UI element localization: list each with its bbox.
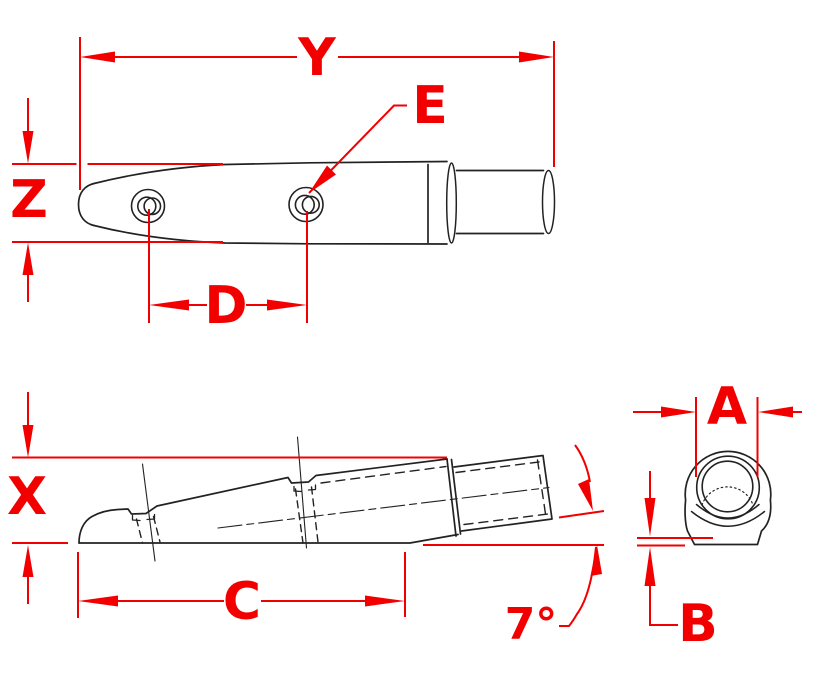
end-view-rim-circle <box>695 455 761 520</box>
dimension-d <box>148 209 308 323</box>
dim-label-angle: 7° <box>504 599 558 650</box>
dim-label-e: E <box>412 76 448 136</box>
dim-label-z: Z <box>10 170 48 230</box>
top-view-joint-ring <box>445 162 458 244</box>
end-view-silhouette <box>684 450 772 546</box>
dimension-angle <box>423 444 605 627</box>
dimension-x <box>12 392 447 604</box>
dimension-b <box>637 471 713 626</box>
dimension-a <box>633 397 802 477</box>
side-view-joint-ring <box>446 458 462 537</box>
top-view-top-edge <box>93 160 448 185</box>
side-view-screw-hole-2 <box>293 436 319 549</box>
end-view-bore-circle <box>701 460 754 513</box>
end-view <box>684 450 772 546</box>
side-view-screw-hole-1 <box>131 463 161 562</box>
side-view <box>78 436 553 562</box>
dim-label-d: D <box>204 276 248 336</box>
dim-label-x: X <box>6 467 48 527</box>
dimension-c <box>77 552 406 618</box>
dimension-z <box>12 98 223 302</box>
side-view-base <box>78 533 459 544</box>
dimension-linework <box>12 37 802 627</box>
dim-label-b: B <box>678 594 718 654</box>
dimension-e-leader <box>308 104 407 194</box>
top-view-bottom-edge <box>93 224 448 245</box>
side-view-axis-centerline <box>217 486 550 529</box>
end-view-hidden-bore-arc <box>701 486 754 506</box>
top-view-tube-end <box>541 169 556 235</box>
end-view-collar-arc-outer <box>690 510 766 527</box>
dimension-y <box>79 37 555 190</box>
dim-label-c: C <box>222 572 262 632</box>
dim-label-y: Y <box>298 28 336 88</box>
dim-label-a: A <box>706 377 748 437</box>
top-view-nose <box>77 182 95 227</box>
side-view-top-edge <box>78 458 448 544</box>
end-view-collar-arc-inner <box>695 503 760 519</box>
side-view-hidden-lines <box>320 459 549 526</box>
